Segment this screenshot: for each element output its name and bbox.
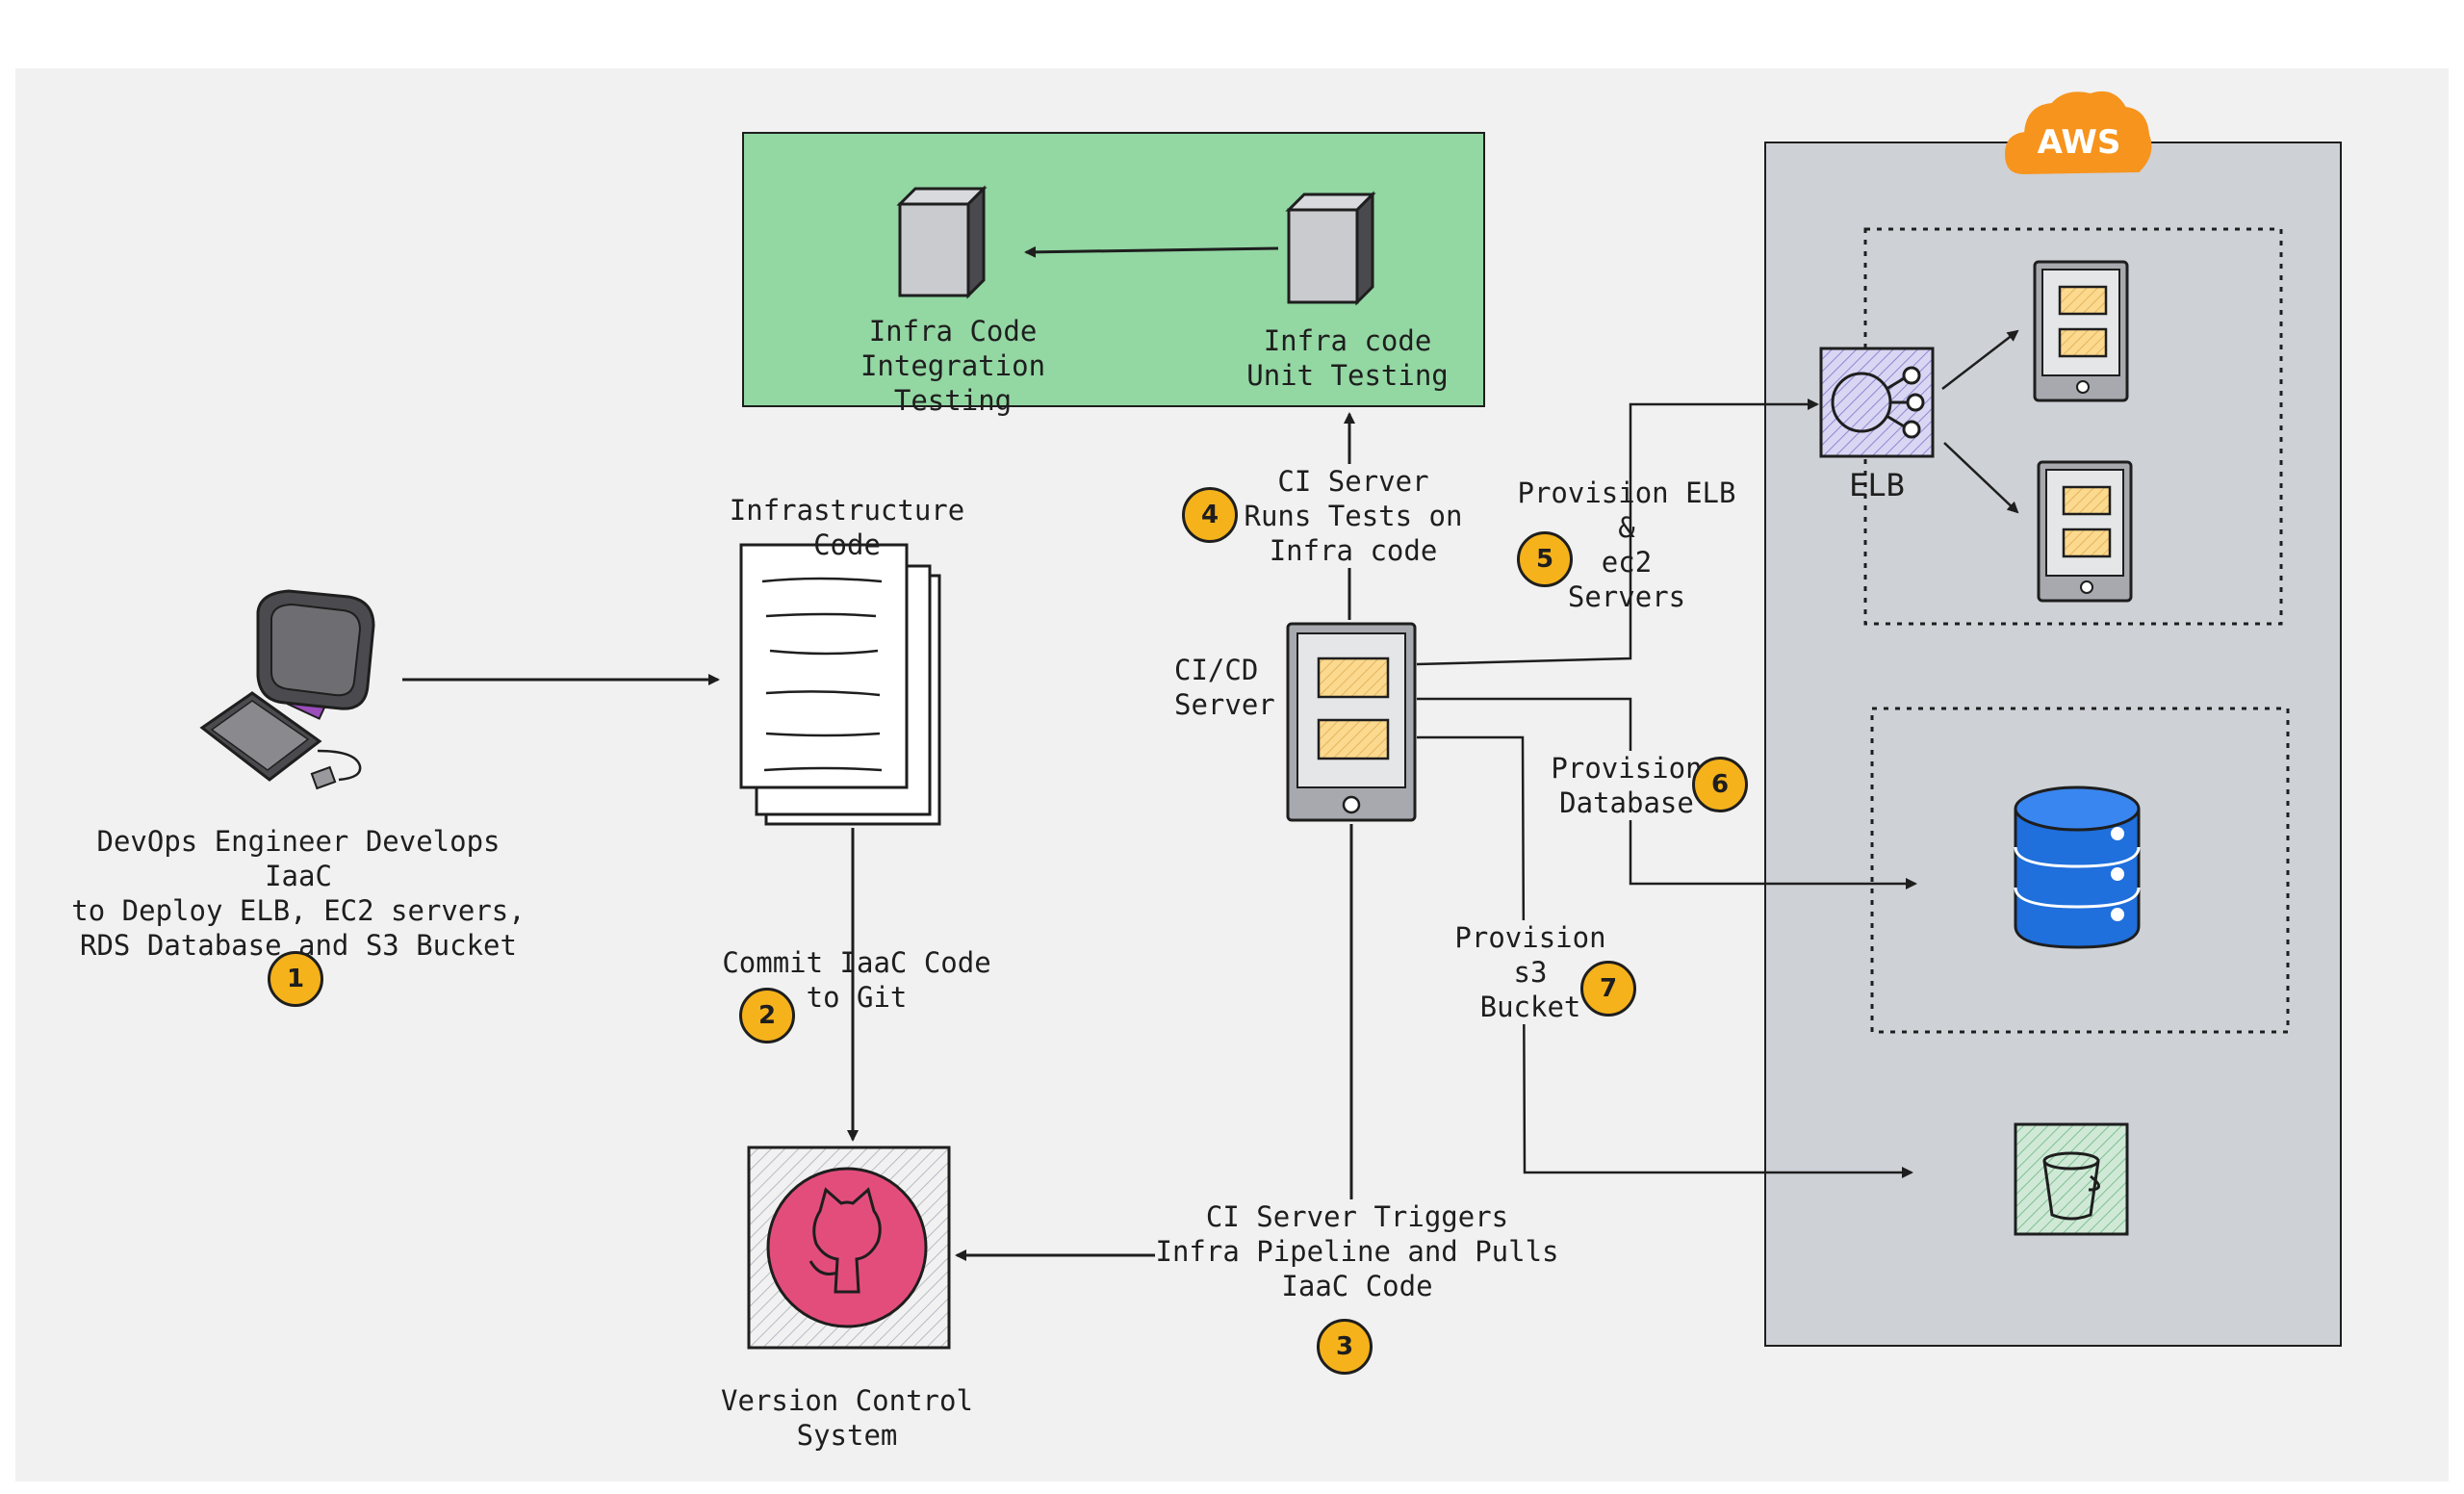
integration-testing-label: Infra Code Integration Testing (860, 315, 1046, 417)
infrastructure-code-document-icon (739, 543, 941, 826)
developer-computer-icon (199, 589, 375, 790)
unit-to-integration-arrow (1024, 245, 1279, 258)
infrastructure-code-title: Infrastructure Code (729, 494, 965, 561)
developer-caption: DevOps Engineer Develops IaaC to Deploy … (71, 825, 526, 962)
elb-to-server1-arrow (1941, 329, 2019, 390)
cicd-to-github-arrow (955, 824, 1353, 1261)
step-5-text: Provision ELB & ec2 Servers (1517, 477, 1736, 613)
step-6-badge: 6 (1692, 757, 1748, 812)
vcs-caption: Version Control System (721, 1384, 973, 1452)
github-icon (747, 1146, 951, 1350)
elb-label: ELB (1849, 467, 1905, 503)
unit-testing-label: Infra code Unit Testing (1246, 324, 1449, 392)
ec2-server-2-icon (2037, 460, 2133, 603)
s3-bucket-icon (2014, 1122, 2129, 1236)
cicd-server-label: CI/CD Server (1174, 654, 1275, 721)
step-2-text: Commit IaaC Code to Git (722, 946, 991, 1014)
step-7-badge: 7 (1580, 961, 1636, 1017)
step-2-badge: 2 (739, 988, 795, 1043)
step-3-badge: 3 (1317, 1319, 1373, 1375)
elb-icon (1819, 347, 1935, 458)
ec2-server-1-icon (2033, 260, 2129, 402)
integration-test-cube-icon (896, 185, 988, 299)
cicd-server-icon (1286, 622, 1417, 822)
elb-to-server2-arrow (1943, 442, 2019, 514)
unit-test-cube-icon (1285, 191, 1376, 306)
aws-label: AWS (2037, 123, 2121, 162)
step-1-badge: 1 (268, 951, 323, 1007)
aws-logo-icon (2004, 90, 2152, 175)
step-6-text: Provision Database (1550, 751, 1704, 820)
database-icon (2014, 786, 2141, 949)
step-5-badge: 5 (1517, 531, 1573, 587)
provision-elb-arrow (1416, 399, 1819, 666)
step-3-text: CI Server Triggers Infra Pipeline and Pu… (1155, 1199, 1559, 1303)
step-4-badge: 4 (1182, 487, 1238, 543)
step-4-text: CI Server Runs Tests on Infra code (1238, 464, 1469, 568)
database-group-box (1870, 707, 2290, 1034)
